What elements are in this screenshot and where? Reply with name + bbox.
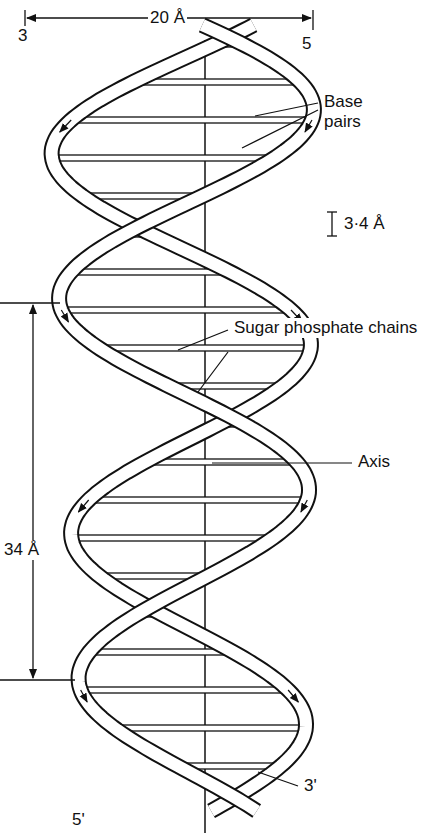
strand-direction-arrow	[301, 500, 307, 512]
base-pair-rod	[89, 497, 308, 503]
strand-end-label: 3	[16, 26, 29, 46]
base-pair-rod	[71, 117, 312, 123]
strand-end-label: 3'	[302, 776, 319, 796]
base-pair-rod	[89, 649, 233, 655]
dimension-lines	[0, 10, 337, 680]
strand-end-label: 5	[300, 34, 313, 54]
strand-direction-arrow	[78, 500, 88, 512]
strand-direction-arrow	[81, 690, 87, 702]
base-pair-rod	[61, 307, 291, 313]
part-label: Base pairs	[322, 92, 406, 132]
base-pair-rod	[71, 535, 273, 541]
strand-direction-arrow	[60, 120, 71, 132]
dimension-label: 3·4 Å	[342, 214, 387, 234]
base-pair-rod	[81, 687, 288, 693]
strand-direction-arrow	[288, 690, 298, 702]
sugar-phosphate-strands	[52, 25, 314, 811]
leader-lines	[178, 103, 352, 786]
part-label: Sugar phosphate chains	[232, 318, 421, 338]
strand-direction-arrow	[305, 120, 312, 132]
base-pair-rod	[52, 155, 274, 161]
base-pair-rod	[115, 725, 306, 731]
strand-ribbon	[59, 25, 314, 811]
base-pair-rod	[133, 79, 300, 85]
strand-end-label: 5'	[70, 810, 87, 830]
dimension-label: 20 Å	[148, 8, 187, 28]
base-pair-rod	[99, 345, 311, 351]
dimension-label: 34 Å	[2, 540, 41, 560]
strand-direction-arrow	[61, 310, 68, 322]
part-label: Axis	[356, 452, 392, 472]
base-pair-rod	[71, 269, 230, 275]
base-pair-rod	[145, 459, 297, 465]
strand-outline	[59, 25, 314, 811]
